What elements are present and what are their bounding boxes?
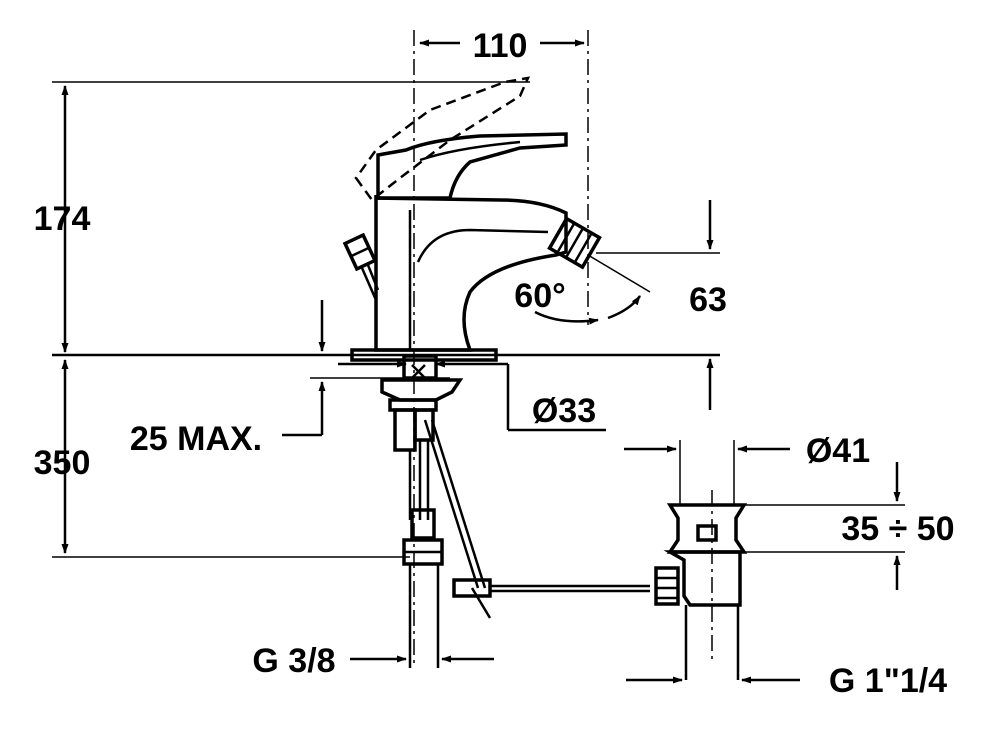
- dim-supply-thread: G 3/8: [252, 642, 335, 680]
- dim-spout-reach: 110: [473, 27, 528, 65]
- dim-deck-thickness: 25 MAX.: [130, 420, 262, 458]
- dim-waste-diameter: Ø41: [806, 432, 870, 470]
- dim-hole-diameter: Ø33: [532, 392, 596, 430]
- dim-spout-height: 63: [689, 281, 727, 319]
- dim-swivel-angle: 60°: [514, 277, 565, 315]
- mixer-body: [342, 30, 602, 668]
- dim-below-length: 350: [34, 444, 91, 482]
- dim-total-height: 174: [34, 200, 91, 238]
- dimension-lines: [52, 39, 905, 684]
- popup-rod: [423, 419, 650, 619]
- supply-hose: [402, 440, 444, 668]
- waste-assembly: [654, 490, 748, 680]
- fixing-assembly: [380, 354, 464, 452]
- dim-waste-range: 35 ÷ 50: [841, 510, 954, 548]
- dim-waste-thread: G 1"1/4: [829, 662, 947, 700]
